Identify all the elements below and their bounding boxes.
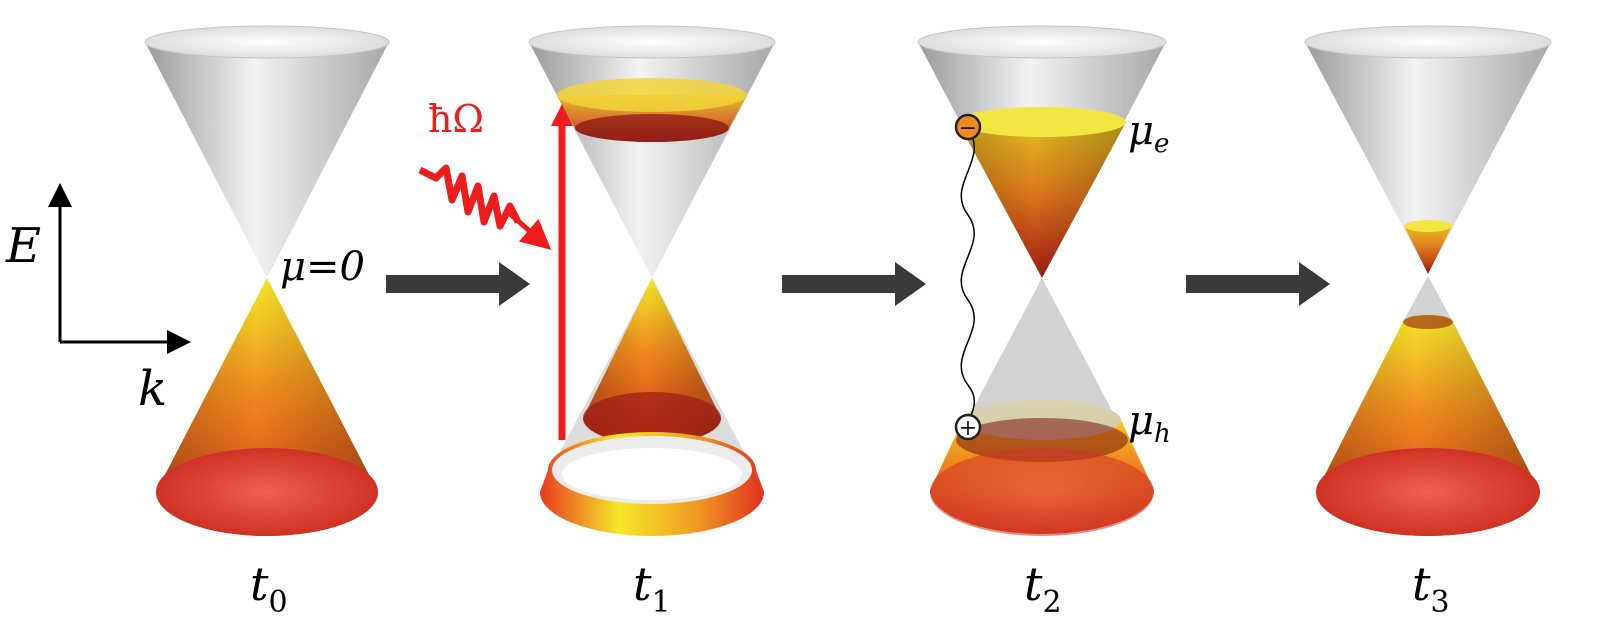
- time-label-t2: t2: [1024, 557, 1062, 620]
- upper-cone: [1304, 25, 1552, 274]
- momentum-axis-label: k: [138, 361, 167, 417]
- upper-cone-empty: [144, 25, 390, 278]
- electron-marker: −: [954, 113, 982, 141]
- chemical-potential-label: μ=0: [280, 244, 365, 290]
- energy-axis-label: E: [5, 218, 41, 274]
- electron-hole-coupling-line: [960, 127, 976, 425]
- upper-cone: [528, 25, 776, 278]
- panel-t0: μ=0: [144, 25, 390, 536]
- time-label-t0: t0: [250, 557, 288, 620]
- upper-cone: [917, 25, 1167, 278]
- excitation-arrow: [551, 104, 573, 440]
- electron-sign: −: [959, 116, 977, 141]
- time-label-t1: t1: [633, 557, 671, 620]
- lower-cone: [930, 278, 1154, 536]
- photon-energy-label: ħΩ: [428, 97, 484, 141]
- lower-cone: [540, 278, 764, 536]
- process-arrow-2: [782, 262, 926, 306]
- process-arrow-3: [1186, 262, 1330, 306]
- energy-momentum-axes: E k: [5, 183, 191, 417]
- panel-t3: [1304, 25, 1552, 536]
- lower-cone: [1316, 276, 1540, 536]
- process-arrow-1: [386, 262, 530, 306]
- hole-marker: +: [954, 413, 982, 441]
- time-label-t3: t3: [1412, 557, 1450, 620]
- electron-chemical-potential-label: μe: [1128, 108, 1169, 159]
- time-labels: t0 t1 t2 t3: [250, 557, 1450, 620]
- photon-wave: ħΩ: [418, 97, 552, 250]
- hole-chemical-potential-label: μh: [1128, 398, 1171, 449]
- panel-t2: − + μe μh: [917, 25, 1171, 536]
- panel-t1: [528, 25, 776, 536]
- lower-cone-filled: [156, 278, 378, 536]
- hole-sign: +: [959, 416, 977, 441]
